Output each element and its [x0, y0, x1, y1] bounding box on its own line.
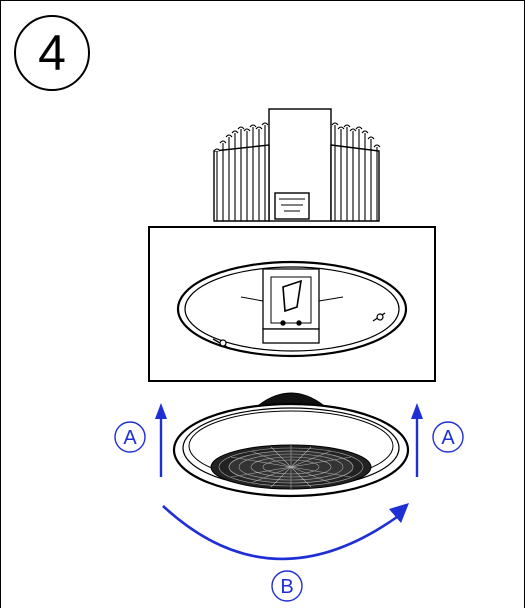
arrow-up-icon [155, 403, 423, 477]
label-a-right: A [432, 421, 464, 453]
curved-arrow-icon [162, 503, 409, 561]
label-a-left: A [114, 421, 146, 453]
heat-sink-icon [213, 108, 381, 222]
ceiling-trim-frame [148, 226, 436, 382]
svg-text:A: A [441, 427, 455, 449]
svg-text:A: A [123, 427, 137, 449]
step-number-badge: 4 [14, 15, 90, 91]
label-b-rotation: B [271, 570, 303, 602]
svg-text:B: B [280, 576, 293, 598]
step-number: 4 [38, 25, 66, 81]
reflector-module-icon [172, 392, 410, 498]
